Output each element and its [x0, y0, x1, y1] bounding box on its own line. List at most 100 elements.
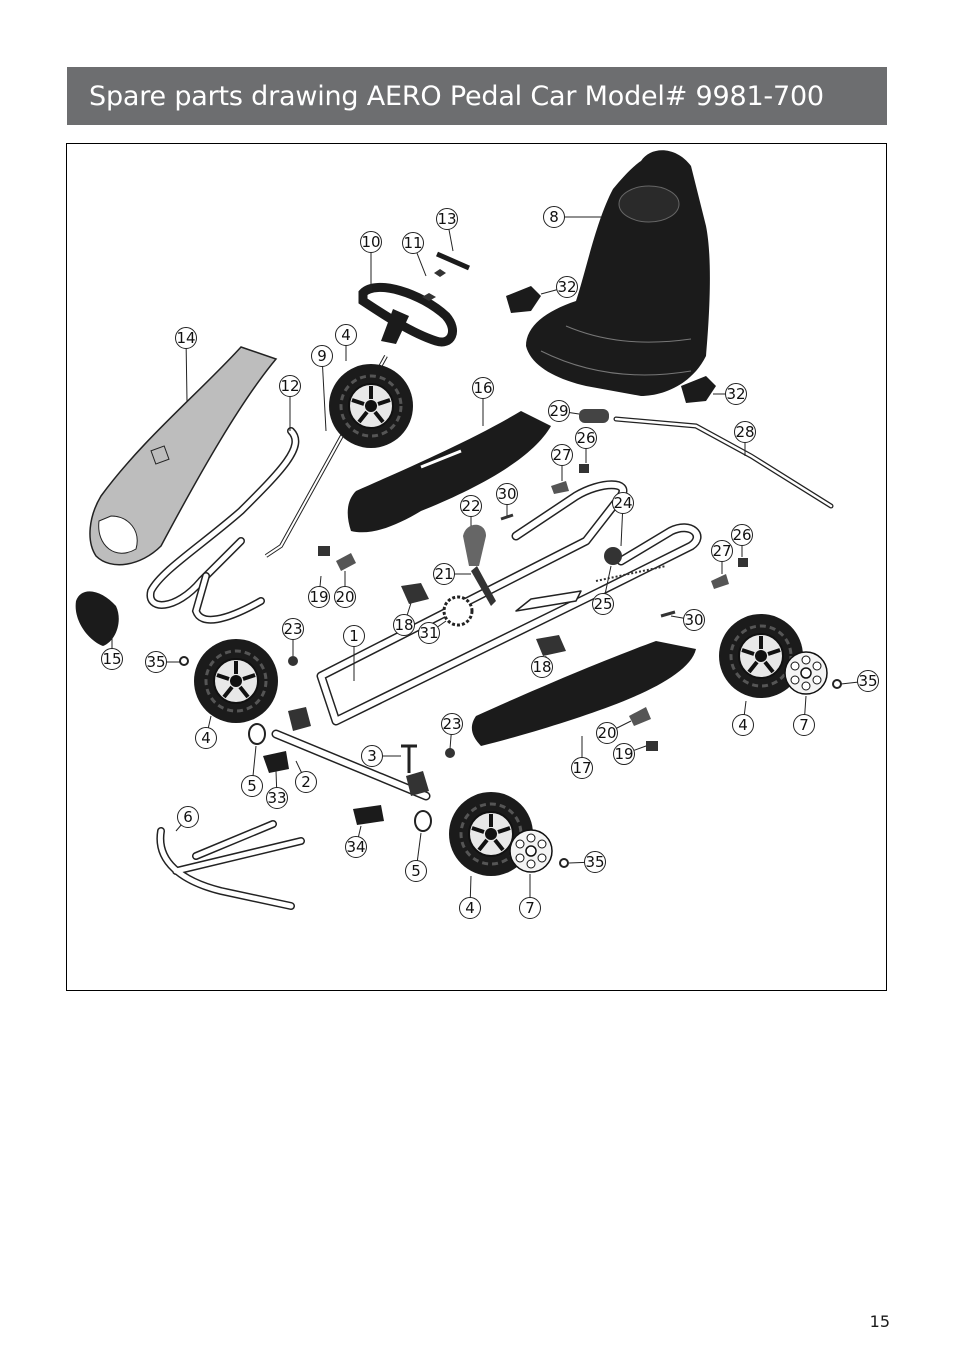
callout-number: 35 — [146, 653, 165, 671]
callout-number: 35 — [858, 672, 877, 690]
part-callout: 35 — [145, 651, 167, 673]
part-callout: 6 — [177, 806, 199, 828]
clip-part — [629, 707, 651, 726]
callout-number: 18 — [532, 658, 551, 676]
part-callout: 20 — [334, 586, 356, 608]
part-callout: 19 — [613, 743, 635, 765]
callout-circle — [459, 897, 481, 919]
sprocket-part — [442, 595, 474, 627]
part-callout: 35 — [857, 670, 879, 692]
callout-circle — [613, 743, 635, 765]
part-callout: 12 — [279, 375, 301, 397]
callout-number: 9 — [317, 347, 327, 365]
callout-number: 24 — [613, 494, 632, 512]
part-callout: 24 — [612, 492, 634, 514]
chain-sprocket-part — [604, 547, 622, 565]
callout-circle — [612, 492, 634, 514]
callout-number: 4 — [738, 716, 748, 734]
callout-number: 8 — [549, 208, 559, 226]
hubcap-part — [509, 829, 553, 873]
callout-circle — [343, 625, 365, 647]
part-callout: 33 — [266, 787, 288, 809]
callout-circle — [441, 713, 463, 735]
bearing-part — [579, 409, 609, 423]
callout-number: 20 — [597, 724, 616, 742]
callout-circle — [433, 563, 455, 585]
callout-number: 32 — [557, 278, 576, 296]
callout-circle — [436, 208, 458, 230]
callout-number: 5 — [247, 777, 257, 795]
part-callout: 4 — [732, 714, 754, 736]
callout-number: 19 — [614, 745, 633, 763]
callout-number: 26 — [732, 526, 751, 544]
part-callout: 14 — [175, 327, 197, 349]
callout-number: 27 — [552, 446, 571, 464]
steering-wheel-part — [358, 282, 457, 347]
callout-circle — [241, 775, 263, 797]
callout-circle — [496, 483, 518, 505]
part-callout: 28 — [734, 421, 756, 443]
callout-circle — [345, 836, 367, 858]
bolt-part — [500, 513, 676, 618]
callout-number: 30 — [684, 611, 703, 629]
part-callout: 35 — [584, 851, 606, 873]
part-callout: 18 — [393, 614, 415, 636]
callout-number: 17 — [572, 759, 591, 777]
knob-part — [463, 524, 486, 566]
part-callout: 19 — [308, 586, 330, 608]
part-callout: 21 — [433, 563, 455, 585]
callout-number: 13 — [437, 210, 456, 228]
callout-number: 30 — [497, 485, 516, 503]
seat-bracket-part — [506, 286, 541, 313]
callout-circle — [361, 745, 383, 767]
part-callout: 16 — [472, 377, 494, 399]
callout-circle — [101, 648, 123, 670]
part-callout: 31 — [418, 622, 440, 644]
rear-axle-part — [613, 416, 834, 509]
callout-circle — [175, 327, 197, 349]
part-callout: 7 — [793, 714, 815, 736]
callout-number: 28 — [735, 423, 754, 441]
bushing-part — [414, 810, 432, 832]
clip-part — [579, 464, 589, 473]
part-callout: 4 — [195, 727, 217, 749]
callout-number: 21 — [434, 565, 453, 583]
callout-circle — [551, 444, 573, 466]
callout-number: 31 — [419, 624, 438, 642]
steering-tube-part — [435, 251, 471, 271]
part-callout: 2 — [295, 771, 317, 793]
callout-circle — [556, 276, 578, 298]
bottom-shell-part — [471, 641, 696, 746]
callout-number: 20 — [335, 588, 354, 606]
callout-number: 10 — [361, 233, 380, 251]
axle-nut-part — [179, 656, 189, 666]
callout-number: 22 — [461, 497, 480, 515]
side-panel-part — [89, 346, 278, 566]
seat-part — [526, 150, 710, 396]
part-callout: 23 — [441, 713, 463, 735]
part-callout: 17 — [571, 757, 593, 779]
callout-number: 26 — [576, 429, 595, 447]
callout-circle — [584, 851, 606, 873]
part-callout: 8 — [543, 206, 565, 228]
callout-circle — [279, 375, 301, 397]
steering-washer-part — [422, 269, 446, 301]
callout-circle — [732, 714, 754, 736]
clip-part — [711, 574, 729, 589]
callout-circle — [531, 656, 553, 678]
bushing-part — [248, 723, 266, 745]
callout-number: 7 — [525, 899, 535, 917]
part-callout: 20 — [596, 722, 618, 744]
part-callout: 26 — [575, 427, 597, 449]
callout-number: 25 — [593, 595, 612, 613]
part-callout: 13 — [436, 208, 458, 230]
callout-number: 29 — [549, 402, 568, 420]
part-callout: 5 — [241, 775, 263, 797]
callout-circle — [334, 586, 356, 608]
callout-number: 23 — [283, 620, 302, 638]
callout-circle — [548, 400, 570, 422]
kingpin-part — [401, 744, 417, 773]
callout-circle — [282, 618, 304, 640]
clip-part — [738, 558, 748, 567]
